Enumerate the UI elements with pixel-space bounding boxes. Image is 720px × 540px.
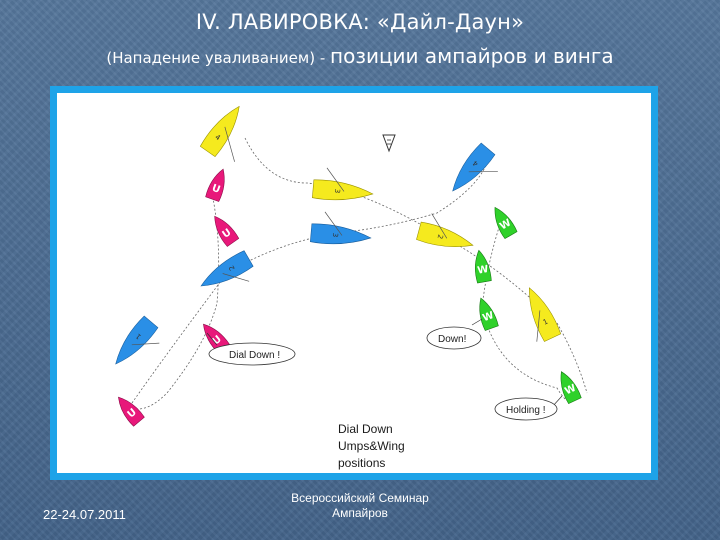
wing-boat-1: W xyxy=(494,206,518,240)
footer-organization: Всероссийский Семинар Ампайров xyxy=(260,491,460,521)
caption-line-2: Umps&Wing xyxy=(338,439,405,453)
yellow-boat-upper-left: 4 xyxy=(199,105,240,162)
diagram-frame: 4 3 2 1 xyxy=(50,86,658,480)
boat-tracks xyxy=(131,137,588,410)
wing-letter: W xyxy=(477,264,490,277)
umpire-track xyxy=(131,192,220,410)
wing-boats: W W W W xyxy=(475,206,582,405)
footer-date: 22-24.07.2011 xyxy=(43,507,126,522)
boat-number: 4 xyxy=(471,158,480,167)
bubble-text: Dial Down ! xyxy=(229,350,280,361)
blue-boat-center: 3 xyxy=(309,211,372,245)
wing-letter: W xyxy=(563,383,578,398)
yellow-boat-center: 3 xyxy=(311,167,374,201)
caption-line-3: positions xyxy=(338,456,386,470)
footer-org-line-2: Ампайров xyxy=(332,506,388,520)
blue-boats: 1 2 3 4 xyxy=(115,142,498,365)
umpire-letter: U xyxy=(210,183,221,196)
bubble-text: Holding ! xyxy=(506,405,545,416)
diagram-svg: 4 3 2 1 xyxy=(115,105,588,427)
diagram-caption: Dial Down Umps&Wing positions xyxy=(338,421,405,472)
subtitle-main: позиции ампайров и винга xyxy=(330,44,614,68)
bubble-dial-down: Dial Down ! xyxy=(206,332,296,366)
caption-line-1: Dial Down xyxy=(338,422,393,436)
subtitle-prefix: (Нападение уваливанием) - xyxy=(106,49,330,67)
wing-letter: W xyxy=(481,310,495,324)
yellow-boat-right: 1 xyxy=(529,287,562,342)
wing-boat-2: W xyxy=(475,249,492,284)
bubble-down: Down! xyxy=(426,318,483,350)
umpire-boat-1: U xyxy=(205,168,225,202)
bubble-holding: Holding ! xyxy=(494,395,563,421)
wing-boat-3: W xyxy=(479,297,499,331)
yellow-boats: 4 3 2 1 xyxy=(199,105,562,342)
boat-number: 1 xyxy=(134,332,143,341)
umpire-boat-4: U xyxy=(118,396,145,427)
wind-arrow-icon xyxy=(382,134,396,153)
blue-boat-upper-right: 4 xyxy=(452,142,498,192)
blue-track xyxy=(131,162,488,404)
wing-boat-4: W xyxy=(560,371,582,405)
bubble-text: Down! xyxy=(438,334,466,345)
boat-number: 3 xyxy=(331,232,339,237)
boat-number: 3 xyxy=(333,188,341,193)
wing-letter: W xyxy=(498,217,513,232)
boat-number: 4 xyxy=(213,133,222,142)
footer-org-line-1: Всероссийский Семинар xyxy=(291,491,429,505)
yellow-boat-mark: 2 xyxy=(416,213,474,247)
boat-number: 1 xyxy=(542,318,549,327)
diagram-canvas: 4 3 2 1 xyxy=(57,93,651,473)
boat-number: 2 xyxy=(436,234,445,240)
slide-title: IV. ЛАВИРОВКА: «Дайл-Даун» xyxy=(195,10,525,34)
umpire-boat-2: U xyxy=(214,215,240,247)
boat-number: 2 xyxy=(227,264,236,272)
yellow-track xyxy=(244,137,588,394)
blue-boat-middle-left: 2 xyxy=(200,250,254,287)
umpire-boats: U U U U xyxy=(118,168,240,427)
slide-subtitle: (Нападение уваливанием) - позиции ампайр… xyxy=(0,44,720,68)
blue-boat-lower-left: 1 xyxy=(115,315,160,365)
